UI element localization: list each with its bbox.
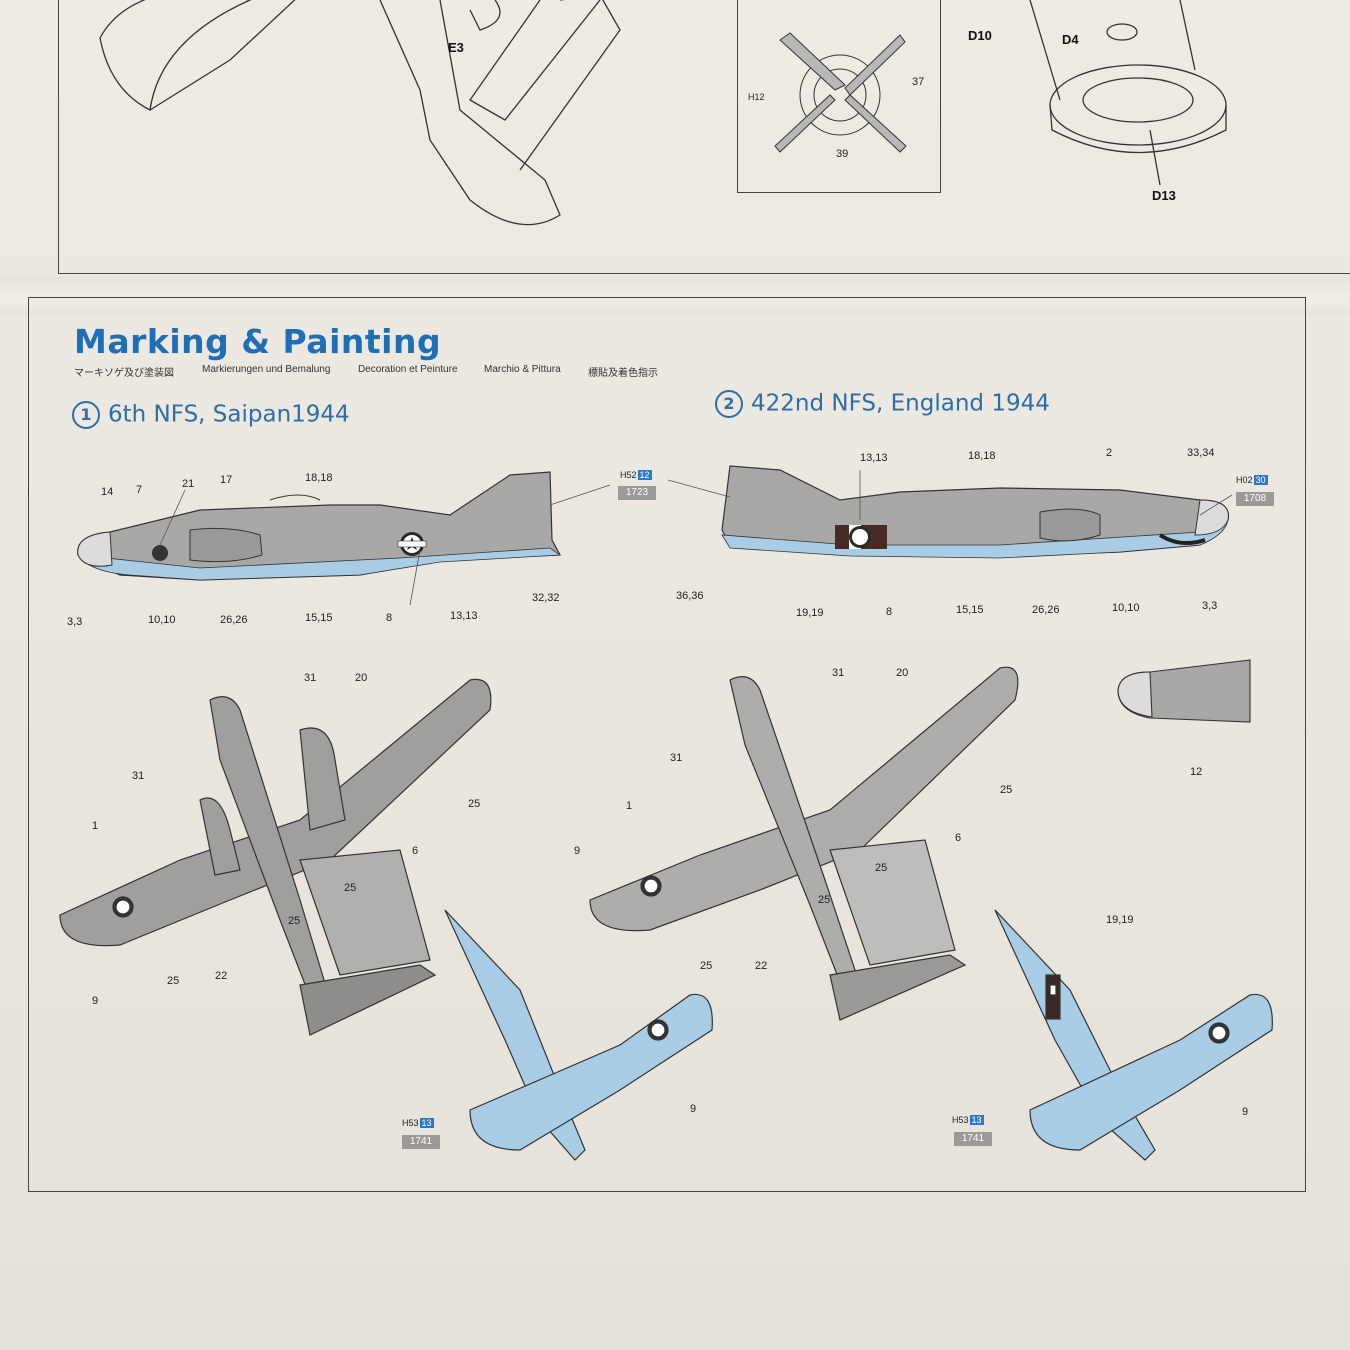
part-e3-label: E3 <box>448 40 464 55</box>
callout: 19,19 <box>796 607 824 619</box>
callout: 25 <box>818 894 831 906</box>
section-title: Marking & Painting <box>74 322 442 361</box>
callout: 12 <box>1190 766 1203 778</box>
part-39-label: 39 <box>836 148 849 160</box>
option2-number: 2 <box>715 390 743 418</box>
option2-label: 422nd NFS, England 1944 <box>751 390 1050 417</box>
callout: 18,18 <box>305 472 333 484</box>
callout: 1 <box>92 820 99 832</box>
callout: 31 <box>304 672 317 684</box>
option1-top-view <box>59 678 492 1036</box>
callout: 36,36 <box>676 590 704 602</box>
part-d10-label: D10 <box>968 28 992 43</box>
callout: 25 <box>700 960 713 972</box>
option1-side-profile <box>77 471 562 581</box>
callout: 9 <box>1242 1106 1249 1118</box>
callout: 13,13 <box>860 452 888 464</box>
callout: 26,26 <box>1032 604 1060 616</box>
callout: 2 <box>1106 447 1113 459</box>
page-fold <box>0 276 1350 316</box>
subtitle-japanese: マーキソゲ及び塗装図 <box>74 368 174 379</box>
callout: 19,19 <box>1106 914 1134 926</box>
subtitle-chinese: 標貼及着色指示 <box>588 368 658 379</box>
callout: 15,15 <box>956 604 984 616</box>
propeller-inset <box>737 0 941 193</box>
option1-underside-view <box>444 909 713 1161</box>
marking-painting-frame <box>28 297 1306 1192</box>
callout: 6 <box>955 832 962 844</box>
callout: 10,10 <box>1112 602 1140 614</box>
option1-number: 1 <box>72 401 100 429</box>
part-h12-label: H12 <box>748 92 765 102</box>
subtitle-german: Markierungen und Bemalung <box>202 364 331 375</box>
callout: 20 <box>355 672 368 684</box>
callout: 32,32 <box>532 592 560 604</box>
underside2-paint-number: 1741 <box>954 1132 992 1146</box>
callout: 9 <box>690 1103 697 1115</box>
callout: 25 <box>875 862 888 874</box>
callout: 8 <box>386 612 393 624</box>
subtitle-french: Decoration et Peinture <box>358 364 458 375</box>
callout: 1 <box>626 800 633 812</box>
option1-label: 6th NFS, Saipan1944 <box>108 401 350 428</box>
callout: 9 <box>574 845 581 857</box>
callout: 3,3 <box>67 616 83 628</box>
callout: 26,26 <box>220 614 248 626</box>
subtitle-italian: Marchio & Pittura <box>484 364 561 375</box>
callout: 14 <box>101 486 114 498</box>
option2-top-view <box>589 666 1019 1021</box>
callout: 31 <box>670 752 683 764</box>
callout: 21 <box>182 478 195 490</box>
option2-underside-view <box>994 909 1273 1161</box>
callout: 8 <box>886 606 893 618</box>
part-d4-label: D4 <box>1062 32 1079 47</box>
option2-paint-number: 1708 <box>1236 492 1274 506</box>
option2-side-profile <box>721 465 1230 559</box>
callout: 22 <box>755 960 768 972</box>
callout: 25 <box>468 798 481 810</box>
part-37-label: 37 <box>912 76 925 88</box>
callout: 31 <box>132 770 145 782</box>
callout: 25 <box>167 975 180 987</box>
callout: 33,34 <box>1187 447 1215 459</box>
callout: 10,10 <box>148 614 176 626</box>
option2-header: 2 422nd NFS, England 1944 <box>715 390 1050 418</box>
callout: 25 <box>344 882 357 894</box>
nose-detail-inset <box>1117 659 1251 723</box>
underside1-paint-number: 1741 <box>402 1135 440 1149</box>
callout: 18,18 <box>968 450 996 462</box>
callout: 25 <box>288 915 301 927</box>
callout: 6 <box>412 845 419 857</box>
part-d13-label: D13 <box>1152 188 1176 203</box>
callout: 7 <box>136 484 143 496</box>
callout: 3,3 <box>1202 600 1218 612</box>
callout: 22 <box>215 970 228 982</box>
callout: 17 <box>220 474 233 486</box>
callout: 25 <box>1000 784 1013 796</box>
callout: 15,15 <box>305 612 333 624</box>
callout: 20 <box>896 667 909 679</box>
callout: 9 <box>92 995 99 1007</box>
callout: 13,13 <box>450 610 478 622</box>
callout: 31 <box>832 667 845 679</box>
option1-header: 1 6th NFS, Saipan1944 <box>72 401 350 429</box>
option1-paint-number: 1723 <box>618 486 656 500</box>
previous-step-frame <box>58 0 1350 274</box>
